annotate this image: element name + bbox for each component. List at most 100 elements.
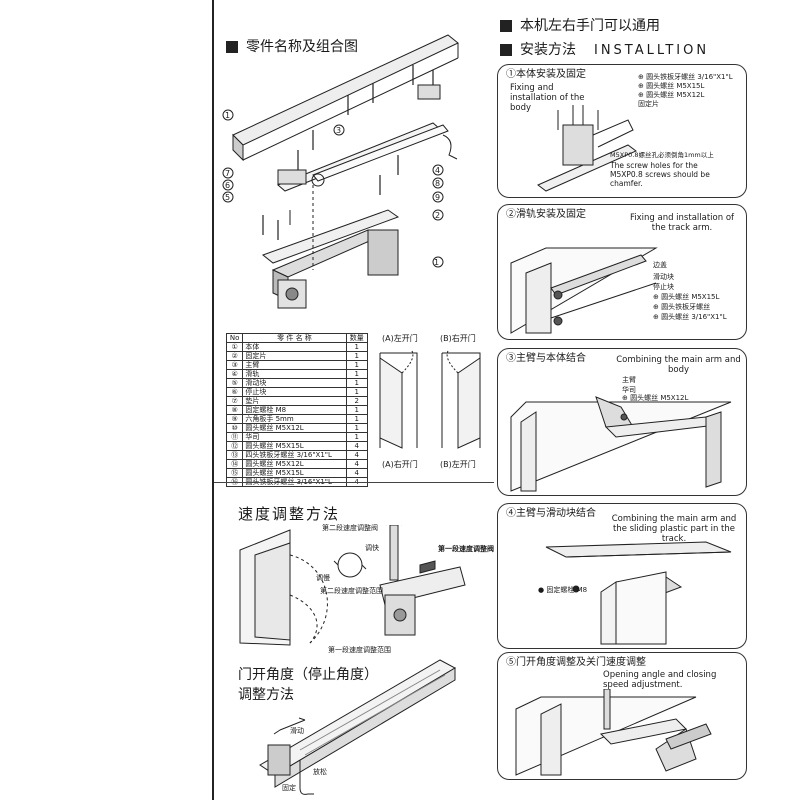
label-fix: 固定 bbox=[282, 784, 296, 792]
step5-title: ⑤门开角度调整及关门速度调整 bbox=[506, 657, 646, 668]
step2-panel: ②滑轨安装及固定 Fixing and installation of the … bbox=[497, 204, 747, 340]
step1-label-0: ⊕ 圆头铁板牙螺丝 3/16"X1"L bbox=[638, 73, 733, 81]
callout-6: 6 bbox=[222, 179, 234, 191]
table-cell-no: ⑬ bbox=[225, 450, 244, 460]
table-cell-qty: 1 bbox=[345, 351, 369, 361]
step3-label-2: ⊕ 圆头螺丝 M5X12L bbox=[622, 394, 689, 402]
track-angle-diagram bbox=[259, 659, 457, 795]
callout-10: 1 bbox=[432, 256, 444, 268]
step1-note-en: The screw holes for the M5XP0.8 screws s… bbox=[610, 161, 710, 188]
section-divider bbox=[214, 482, 494, 483]
svg-text:6: 6 bbox=[225, 181, 230, 190]
step3-label-0: 主臂 bbox=[622, 376, 636, 384]
table-cell-qty: 1 bbox=[345, 432, 369, 442]
label-first-speed: 第一段速度调整阀 bbox=[438, 545, 494, 553]
callout-8: 8 bbox=[432, 177, 444, 189]
step2-title: ②滑轨安装及固定 bbox=[506, 209, 586, 220]
callout-5: 5 bbox=[222, 191, 234, 203]
table-cell-qty: 4 bbox=[345, 441, 369, 451]
step5-en: Opening angle and closing speed adjustme… bbox=[603, 670, 717, 690]
svg-text:3: 3 bbox=[336, 126, 341, 135]
exploded-assembly-diagram: 1 3 7 6 5 4 8 9 2 1 bbox=[222, 34, 459, 309]
table-cell-qty: 1 bbox=[345, 414, 369, 424]
label-fast: 调快 bbox=[365, 544, 379, 552]
table-cell-qty: 4 bbox=[345, 468, 369, 478]
table-cell-qty: 1 bbox=[345, 369, 369, 379]
table-cell-qty: 1 bbox=[345, 378, 369, 388]
table-cell-no: ④ bbox=[225, 369, 244, 379]
speed-adjustment-diagram bbox=[239, 525, 466, 646]
svg-text:9: 9 bbox=[435, 193, 440, 202]
label-slide: 滑动 bbox=[290, 727, 304, 735]
table-cell-qty: 1 bbox=[345, 423, 369, 433]
step3-diagram bbox=[510, 396, 732, 492]
label-slow: 调慢 bbox=[316, 574, 330, 582]
universal-door-heading: 本机左右手门可以通用 bbox=[500, 15, 660, 35]
callout-1: 1 bbox=[222, 109, 234, 121]
table-cell-name: 滑轨 bbox=[242, 369, 347, 379]
callout-3: 3 bbox=[333, 124, 345, 136]
heading-bullet-icon bbox=[226, 41, 238, 53]
step3-label-1: 华司 bbox=[622, 386, 636, 394]
col-no: No bbox=[225, 333, 244, 343]
angle-heading-line1: 门开角度（停止角度） bbox=[238, 667, 378, 683]
table-cell-name: 六角板手 5mm bbox=[242, 414, 347, 424]
label-second-speed: 第二段速度调整阀 bbox=[322, 524, 378, 532]
angle-heading-line2: 调整方法 bbox=[238, 687, 294, 703]
step2-label-3: ⊕ 圆头螺丝 M5X15L bbox=[653, 293, 720, 301]
col-name: 零 件 名 称 bbox=[242, 333, 347, 343]
table-cell-name: 本体 bbox=[242, 342, 347, 352]
table-cell-name: 垫片 bbox=[242, 396, 347, 406]
table-cell-no: ③ bbox=[225, 360, 244, 370]
door-label-bottom-right: (B)左开门 bbox=[440, 460, 476, 469]
table-cell-qty: 4 bbox=[345, 450, 369, 460]
table-cell-qty: 1 bbox=[345, 405, 369, 415]
svg-text:1: 1 bbox=[225, 111, 230, 120]
svg-text:1: 1 bbox=[434, 258, 439, 267]
step5-diagram bbox=[515, 689, 712, 776]
step1-note-cn: M5XP0.8螺丝孔必须倒角1mm以上 bbox=[610, 151, 714, 159]
heading-bullet-icon bbox=[500, 44, 512, 56]
callout-4: 4 bbox=[432, 164, 444, 176]
step1-label-2: ⊕ 圆头螺丝 M5X12L bbox=[638, 91, 705, 99]
label-loosen: 放松 bbox=[313, 768, 327, 776]
table-cell-no: ⑮ bbox=[225, 468, 244, 478]
table-cell-name: 固定螺栓 M8 bbox=[242, 405, 347, 415]
table-cell-no: ⑩ bbox=[225, 423, 244, 433]
table-cell-name: 圆头螺丝 M5X12L bbox=[242, 423, 347, 433]
door-label-top-left: (A)左开门 bbox=[382, 334, 418, 343]
svg-text:2: 2 bbox=[435, 211, 440, 220]
table-cell-name: 主臂 bbox=[242, 360, 347, 370]
step2-label-0: 边盖 bbox=[653, 261, 667, 269]
step4-diagram bbox=[545, 541, 732, 645]
step4-en: Combining the main arm and the sliding p… bbox=[611, 514, 737, 544]
label-second-range: 第二段速度调整范围 bbox=[320, 587, 383, 595]
table-cell-qty: 4 bbox=[345, 459, 369, 469]
table-cell-name: 圆头螺丝 M5X15L bbox=[242, 441, 347, 451]
table-cell-name: 四头铁板牙螺丝 3/16"X1"L bbox=[242, 450, 347, 460]
table-cell-name: 华司 bbox=[242, 432, 347, 442]
table-cell-qty: 1 bbox=[345, 387, 369, 397]
svg-text:4: 4 bbox=[435, 166, 440, 175]
table-cell-name: 停止块 bbox=[242, 387, 347, 397]
table-cell-name: 滑动块 bbox=[242, 378, 347, 388]
callout-7: 7 bbox=[222, 167, 234, 179]
step3-en: Combining the main arm and body bbox=[616, 355, 741, 375]
step1-label-1: ⊕ 圆头螺丝 M5X15L bbox=[638, 82, 705, 90]
table-cell-no: ① bbox=[225, 342, 244, 352]
svg-text:8: 8 bbox=[435, 179, 440, 188]
door-label-top-right: (B)右开门 bbox=[440, 334, 476, 343]
step2-label-2: 停止块 bbox=[653, 283, 674, 291]
col-qty: 数量 bbox=[345, 333, 369, 343]
table-cell-name: 固定片 bbox=[242, 351, 347, 361]
